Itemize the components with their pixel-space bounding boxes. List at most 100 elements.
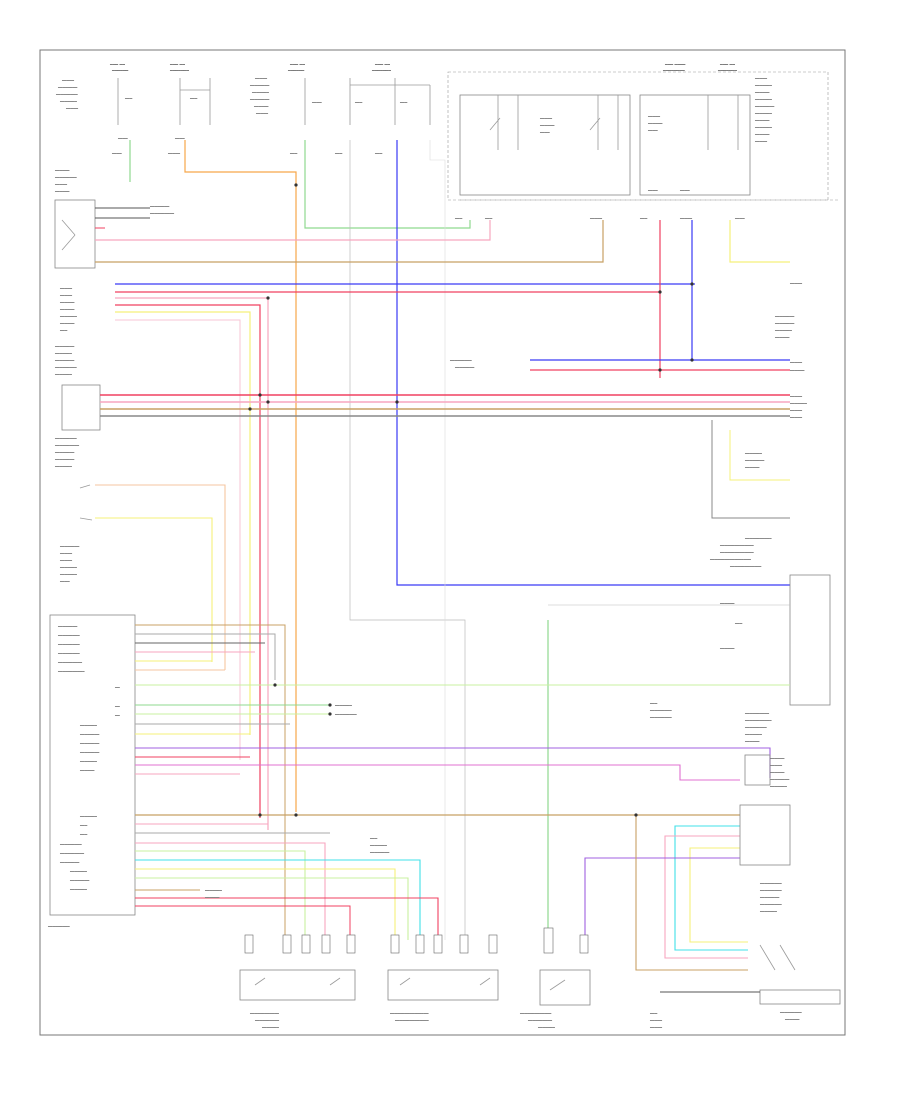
svg-text:━━━━━━━━━: ━━━━━━━━━ — [59, 842, 82, 847]
wire-lightpink-bus — [115, 319, 241, 760]
svg-text:━━━━━━━━: ━━━━━━━━ — [769, 777, 790, 782]
top-left-fuse-block: ━━━ ━━ ━━━ ━━ ━━━━━━ ━━━━━━━ ━━━━━ ━━━━━… — [55, 63, 211, 156]
svg-text:━━━━━━: ━━━━━━ — [774, 335, 790, 340]
svg-text:━━━━━━━━: ━━━━━━━━ — [369, 850, 390, 855]
svg-text:━━━━━: ━━━━━ — [789, 394, 803, 399]
svg-text:━━━━━: ━━━━━ — [789, 415, 803, 420]
wire-blue-main — [396, 140, 790, 586]
svg-text:━━: ━━ — [114, 704, 120, 709]
right-components: ━━━ ━━━━━ ━━━━━ — [649, 754, 841, 1030]
svg-text:━━━━━━: ━━━━━━ — [287, 69, 305, 74]
svg-text:━━━━━━━: ━━━━━━━ — [261, 1025, 279, 1030]
svg-text:━━━━━━━━━━━━━: ━━━━━━━━━━━━━ — [729, 564, 762, 569]
svg-text:━━━━━━━: ━━━━━━━ — [54, 464, 72, 469]
svg-text:━━━━━━━: ━━━━━━━ — [754, 111, 772, 116]
svg-text:━━━━━━━━━━━: ━━━━━━━━━━━ — [744, 718, 772, 723]
svg-text:━━━━━━: ━━━━━━ — [784, 1017, 800, 1022]
svg-text:━━━━━━━: ━━━━━━━ — [334, 703, 352, 708]
wire-red-bus-2 — [115, 304, 261, 818]
wire-yellow-bus — [115, 311, 251, 735]
svg-text:━━━━━: ━━━━━ — [649, 1025, 663, 1030]
svg-text:━━━: ━━━ — [374, 151, 383, 156]
wire-yellow-switch — [95, 517, 213, 662]
svg-text:━━━━━━━━: ━━━━━━━━ — [54, 344, 75, 349]
svg-text:━━━━: ━━━━ — [647, 188, 658, 193]
svg-text:━━━━: ━━━━ — [111, 151, 122, 156]
svg-text:━━━━━━━━━━━━━━: ━━━━━━━━━━━━━━ — [719, 543, 754, 548]
right-labels: ━━━━━ ━━━━━━━━ ━━━━━━━━ ━━━━━━━ ━━━━━━ ━… — [449, 281, 807, 1022]
svg-text:━━━━━━: ━━━━━━ — [754, 90, 770, 95]
left-sensor-module: ━━━━━━ ━━━━━━━━━ ━━━━━ ━━━━━━ ━━━━━ ━━━━… — [54, 168, 101, 469]
svg-text:━━━━━━━: ━━━━━━━ — [744, 732, 762, 737]
svg-text:━━━━━━━━: ━━━━━━━━ — [54, 450, 75, 455]
svg-text:━━━ ━━: ━━━ ━━ — [719, 63, 735, 68]
svg-text:━━━━━━━: ━━━━━━━ — [789, 401, 807, 406]
top-center-relays: ━━━ ━━ ━━━ ━━ ━━━━━━ ━━━━━━━ ━━━━━ ━━━━━… — [249, 63, 431, 156]
svg-text:━━━━━━━━━: ━━━━━━━━━ — [759, 902, 782, 907]
svg-text:━━━━: ━━━━ — [734, 216, 745, 221]
svg-text:━━━━━━━: ━━━━━━━ — [769, 784, 787, 789]
svg-text:━━━━━━: ━━━━━━ — [744, 465, 760, 470]
svg-text:━━━ ━━: ━━━ ━━ — [374, 63, 390, 68]
svg-text:━━: ━━ — [114, 713, 120, 718]
svg-text:━━━━━: ━━━━━ — [679, 216, 693, 221]
svg-text:━━━━━━: ━━━━━━ — [744, 739, 760, 744]
svg-text:━━━━━: ━━━━━ — [59, 551, 73, 556]
svg-text:━━━━━━: ━━━━━━ — [111, 69, 129, 74]
svg-text:━━━ ━━: ━━━ ━━ — [169, 63, 185, 68]
wire-lightgreen-cu-2 — [135, 850, 306, 940]
wire-gray-1 — [349, 140, 466, 940]
svg-text:━━━: ━━━ — [369, 836, 378, 841]
svg-text:━━━━━━━: ━━━━━━━ — [204, 888, 222, 893]
svg-text:━━━━━━━━: ━━━━━━━━ — [754, 104, 775, 109]
svg-text:━━━━━━━: ━━━━━━━ — [59, 314, 77, 319]
svg-text:━━━━━━: ━━━━━━ — [769, 770, 785, 775]
svg-text:━━━━━━━: ━━━━━━━ — [59, 572, 77, 577]
svg-text:━━━━━━━━━: ━━━━━━━━━ — [57, 633, 80, 638]
svg-text:━━━━━━: ━━━━━━ — [754, 132, 770, 137]
svg-text:━━━━━━━━━: ━━━━━━━━━ — [649, 708, 672, 713]
svg-text:━━━━━: ━━━━━ — [65, 106, 79, 111]
svg-text:━━━━━━━━━: ━━━━━━━━━ — [54, 365, 77, 370]
svg-text:━━━━: ━━━━ — [59, 579, 70, 584]
svg-text:━━━━━━━━━: ━━━━━━━━━ — [47, 924, 70, 929]
svg-text:━━━━━: ━━━━━ — [254, 76, 268, 81]
svg-text:━━━: ━━━ — [79, 832, 88, 837]
svg-text:━━━━━━━━: ━━━━━━━━ — [774, 321, 795, 326]
svg-text:━━━━━━━━━━: ━━━━━━━━━━ — [54, 443, 80, 448]
svg-text:━━━━━━: ━━━━━━ — [54, 168, 70, 173]
svg-text:━━━━━━━━━━━━: ━━━━━━━━━━━━ — [249, 1011, 279, 1016]
svg-text:━━━━━━: ━━━━━━ — [79, 768, 95, 773]
svg-text:━━━━━━━━: ━━━━━━━━ — [54, 358, 75, 363]
svg-text:━━━ ━━: ━━━ ━━ — [109, 63, 125, 68]
svg-text:━━━━━: ━━━━━ — [255, 111, 269, 116]
svg-text:━━━━━: ━━━━━ — [539, 116, 553, 121]
wire-cyan-cu — [135, 859, 421, 940]
svg-text:━━━━━━: ━━━━━━ — [253, 104, 269, 109]
svg-text:━━━━━━━━━━━━━━: ━━━━━━━━━━━━━━ — [719, 550, 754, 555]
right-switch-box — [789, 574, 831, 706]
svg-text:━━━━━━━: ━━━━━━━ — [537, 1025, 555, 1030]
svg-text:━━━━━━━━━━: ━━━━━━━━━━ — [57, 660, 83, 665]
svg-text:━━━━━: ━━━━━ — [61, 78, 75, 83]
wire-yellow-right-2 — [689, 847, 748, 943]
svg-text:━━━━━━━: ━━━━━━━ — [59, 99, 77, 104]
svg-text:━━━━━━━: ━━━━━━━ — [774, 328, 792, 333]
svg-text:━━━━━━━━: ━━━━━━━━ — [59, 860, 80, 865]
wire-gray-2 — [429, 140, 446, 940]
svg-text:━━━━━━━: ━━━━━━━ — [371, 69, 391, 74]
svg-text:━━━━━━━━━━: ━━━━━━━━━━ — [149, 211, 175, 216]
svg-text:━━━━━━: ━━━━━━ — [647, 121, 663, 126]
svg-text:━━━━━━━━━━━━━: ━━━━━━━━━━━━━ — [519, 1011, 552, 1016]
svg-text:━━━ ━━━━: ━━━ ━━━━ — [664, 63, 686, 68]
svg-text:━━━━━━━━━━━: ━━━━━━━━━━━ — [744, 536, 772, 541]
svg-text:━━━: ━━━ — [734, 621, 743, 626]
svg-text:━━━━━━━━: ━━━━━━━━ — [774, 314, 795, 319]
svg-text:━━━━━: ━━━━━ — [59, 293, 73, 298]
svg-text:━━━: ━━━ — [454, 216, 463, 221]
wire-pink-cu-3 — [135, 842, 326, 940]
svg-text:━━━━━━━━━━: ━━━━━━━━━━ — [744, 711, 770, 716]
svg-text:━━━━━━━: ━━━━━━━ — [79, 759, 97, 764]
svg-text:━━━━━━: ━━━━━━ — [754, 118, 770, 123]
